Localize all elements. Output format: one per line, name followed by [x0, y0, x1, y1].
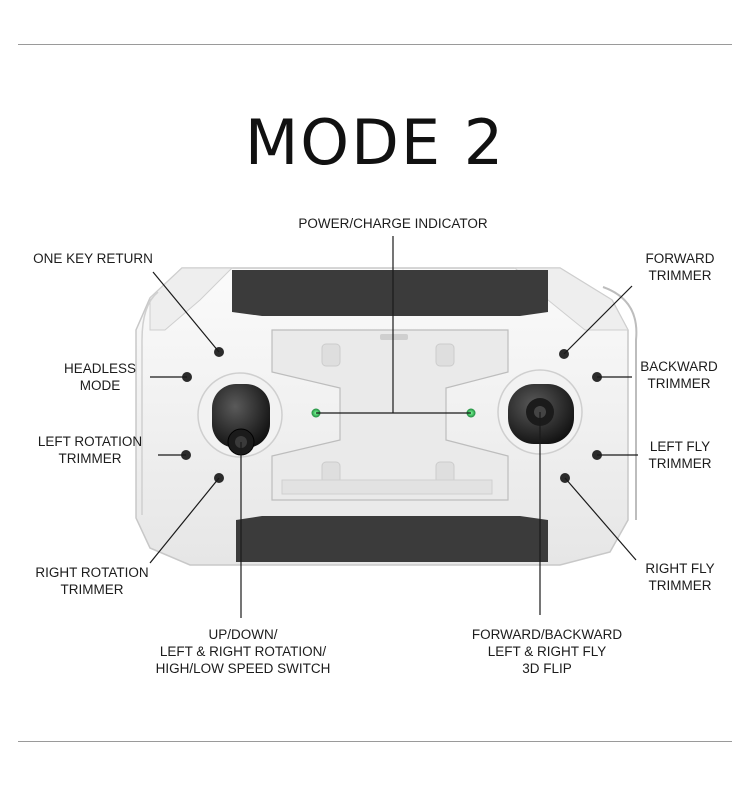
right-stick: [497, 369, 583, 455]
power-charge-indicator-label: POWER/CHARGE INDICATOR: [298, 216, 488, 231]
top-dark-panel: [232, 270, 548, 316]
left-stick-label: UP/DOWN/ LEFT & RIGHT ROTATION/ HIGH/LOW…: [155, 627, 331, 676]
right-fly-trimmer-label: RIGHT FLY TRIMMER: [645, 561, 715, 593]
top-divider: [18, 44, 732, 45]
bottom-divider: [18, 741, 732, 742]
headless-mode-label: HEADLESS MODE: [63, 361, 137, 393]
left-stick: [197, 372, 283, 458]
power-leader: [316, 236, 471, 414]
bottom-dark-panel: [236, 516, 548, 562]
one-key-return-label: ONE KEY RETURN: [33, 251, 153, 266]
right-fly-leader: [564, 477, 637, 561]
forward-trimmer-label: FORWARD TRIMMER: [645, 251, 715, 283]
right-rotation-trimmer-label: RIGHT ROTATION TRIMMER: [35, 565, 149, 597]
center-window: [271, 329, 509, 501]
leader-lines: [149, 236, 638, 618]
backward-trimmer-label: BACKWARD TRIMMER: [640, 359, 718, 391]
one-key-return-leader: [152, 271, 220, 353]
forward-trimmer-leader: [563, 285, 633, 355]
page-title: MODE 2: [244, 106, 506, 179]
right-stick-label: FORWARD/BACKWARD LEFT & RIGHT FLY 3D FLI…: [471, 627, 623, 676]
right-rotation-leader: [149, 477, 220, 564]
left-fly-trimmer-label: LEFT FLY TRIMMER: [648, 439, 712, 471]
left-rotation-trimmer-label: LEFT ROTATION TRIMMER: [37, 434, 143, 466]
